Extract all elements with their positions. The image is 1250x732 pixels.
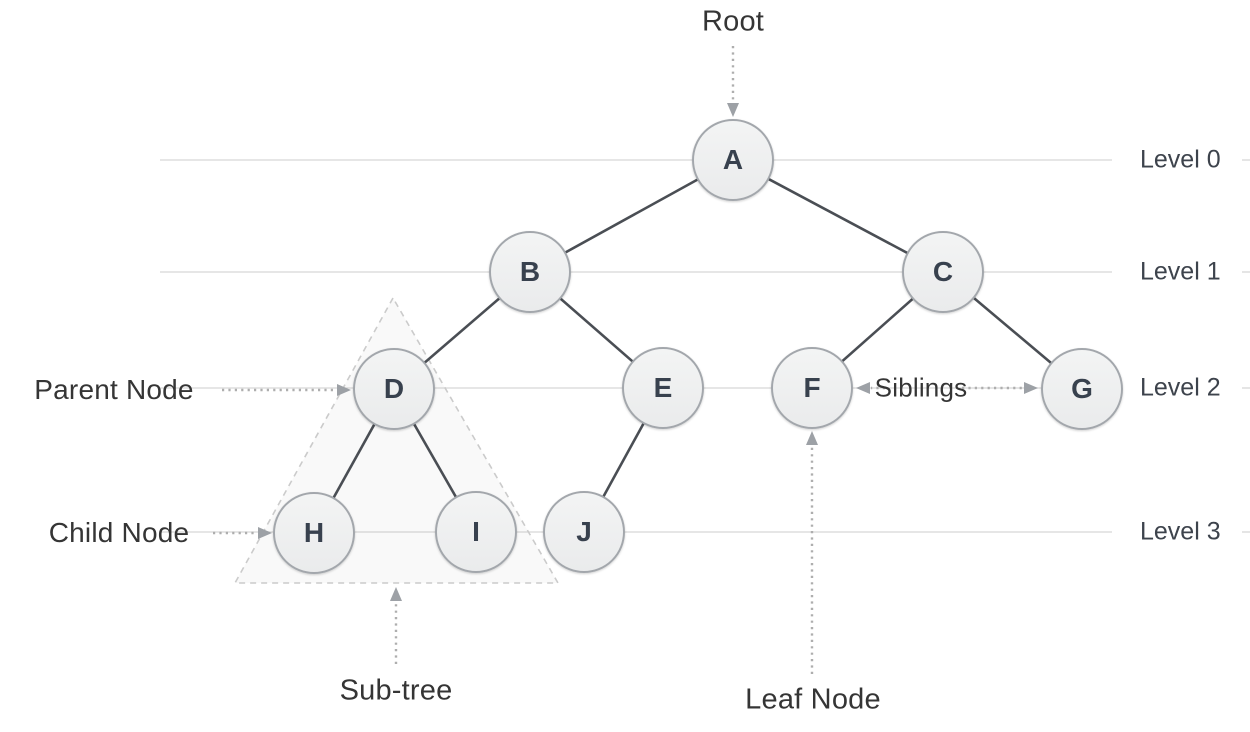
tree-edge-a-b — [529, 158, 734, 274]
tree-edge-c-g — [942, 271, 1083, 390]
tree-edge-c-f — [811, 271, 944, 389]
child-node-arrow-head — [258, 527, 272, 539]
root-arrow-head — [727, 103, 739, 117]
siblings-arrow-left-head — [856, 382, 870, 394]
tree-edge-a-c — [732, 158, 944, 274]
subtree-triangle — [233, 296, 560, 584]
sub-tree-arrow-head — [390, 587, 402, 601]
leaf-node-arrow-head — [806, 431, 818, 445]
tree-edge-b-d — [393, 271, 531, 390]
parent-node-arrow-head — [337, 384, 351, 396]
tree-edge-b-e — [529, 271, 664, 389]
tree-edge-e-j — [582, 387, 665, 533]
siblings-arrow-right-head — [1024, 382, 1038, 394]
